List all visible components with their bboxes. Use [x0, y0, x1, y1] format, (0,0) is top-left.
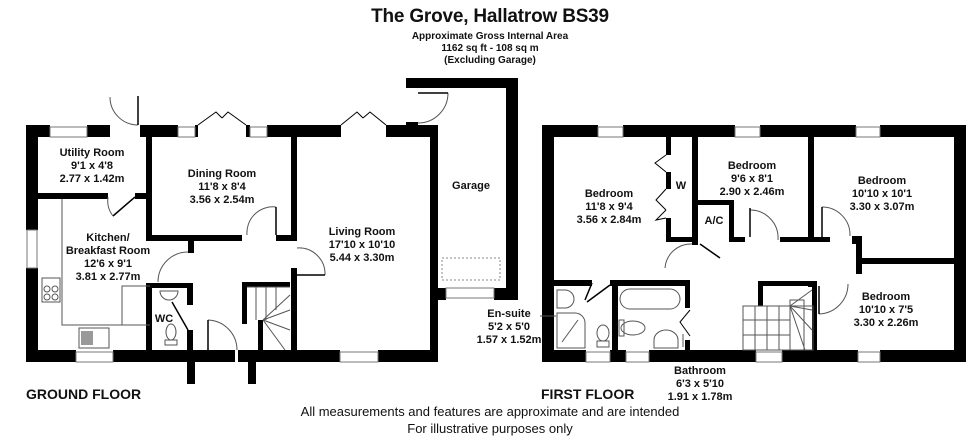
room-name: Living Room — [328, 226, 396, 238]
area-caption: Approximate Gross Internal Area — [411, 31, 569, 42]
room-name: WC — [154, 313, 174, 325]
room-metric: 3.81 x 2.77m — [75, 271, 141, 283]
room-imperial: 11'8 x 9'4 — [585, 201, 633, 213]
room-living: Living Room 17'10 x 10'10 5.44 x 3.30m — [329, 226, 396, 265]
room-name: Dining Room — [187, 168, 257, 180]
room-airing-cupboard: A/C — [705, 215, 724, 228]
room-name: En-suite — [487, 308, 531, 320]
room-bedroom-3: Bedroom 10'10 x 10'1 3.30 x 3.07m — [850, 175, 915, 214]
room-imperial: 9'1 x 4'8 — [71, 160, 113, 172]
room-metric: 3.30 x 3.07m — [849, 201, 915, 213]
room-imperial: 12'6 x 9'1 — [83, 258, 133, 270]
disclaimer-line-2: For illustrative purposes only — [407, 421, 573, 436]
ground-floor-label: GROUND FLOOR — [26, 386, 142, 402]
room-garage: Garage — [452, 180, 490, 193]
room-utility: Utility Room 9'1 x 4'8 2.77 x 1.42m — [60, 147, 125, 186]
first-floor-label: FIRST FLOOR — [541, 386, 635, 402]
area-note: (Excluding Garage) — [444, 55, 536, 66]
room-imperial: 5'2 x 5'0 — [488, 321, 530, 333]
room-wc: WC — [155, 313, 173, 326]
room-imperial: 10'10 x 10'1 — [851, 188, 913, 200]
page-title: The Grove, Hallatrow BS39 — [371, 6, 609, 27]
room-bedroom-4: Bedroom 10'10 x 7'5 3.30 x 2.26m — [854, 291, 919, 330]
room-metric: 3.56 x 2.84m — [576, 214, 642, 226]
room-name: Garage — [452, 180, 490, 192]
room-metric: 1.91 x 1.78m — [667, 391, 733, 403]
room-metric: 2.77 x 1.42m — [59, 173, 125, 185]
room-name: Bedroom — [861, 291, 911, 303]
room-name: Bedroom — [857, 175, 907, 187]
room-name-2: Breakfast Room — [65, 245, 151, 257]
room-dining: Dining Room 11'8 x 8'4 3.56 x 2.54m — [188, 168, 256, 207]
room-imperial: 6'3 x 5'10 — [675, 378, 725, 390]
area-value: 1162 sq ft - 108 sq m — [441, 43, 539, 54]
room-imperial: 17'10 x 10'10 — [328, 239, 396, 251]
room-name: Utility Room — [59, 147, 125, 159]
room-metric: 3.56 x 2.54m — [189, 194, 255, 206]
room-imperial: 9'6 x 8'1 — [731, 173, 773, 185]
room-name: Bedroom — [727, 160, 777, 172]
room-bedroom-2: Bedroom 9'6 x 8'1 2.90 x 2.46m — [720, 160, 785, 199]
room-bedroom-1: Bedroom 11'8 x 9'4 3.56 x 2.84m — [577, 188, 642, 227]
room-kitchen: Kitchen/ Breakfast Room 12'6 x 9'1 3.81 … — [66, 232, 150, 284]
room-name: A/C — [704, 215, 724, 227]
room-metric: 2.90 x 2.46m — [719, 186, 785, 198]
room-name: W — [675, 180, 687, 192]
room-name: Bedroom — [584, 188, 634, 200]
room-bathroom: Bathroom 6'3 x 5'10 1.91 x 1.78m — [668, 365, 733, 404]
room-metric: 5.44 x 3.30m — [329, 252, 395, 264]
room-imperial: 10'10 x 7'5 — [858, 304, 914, 316]
disclaimer-line-1: All measurements and features are approx… — [300, 404, 680, 419]
room-name: Bathroom — [674, 365, 726, 377]
room-wardrobe: W — [676, 180, 686, 193]
room-en-suite: En-suite 5'2 x 5'0 1.57 x 1.52m — [477, 308, 542, 347]
room-metric: 3.30 x 2.26m — [853, 317, 919, 329]
room-name: Kitchen/ — [86, 232, 130, 244]
room-imperial: 11'8 x 8'4 — [198, 181, 246, 193]
room-metric: 1.57 x 1.52m — [476, 334, 542, 346]
